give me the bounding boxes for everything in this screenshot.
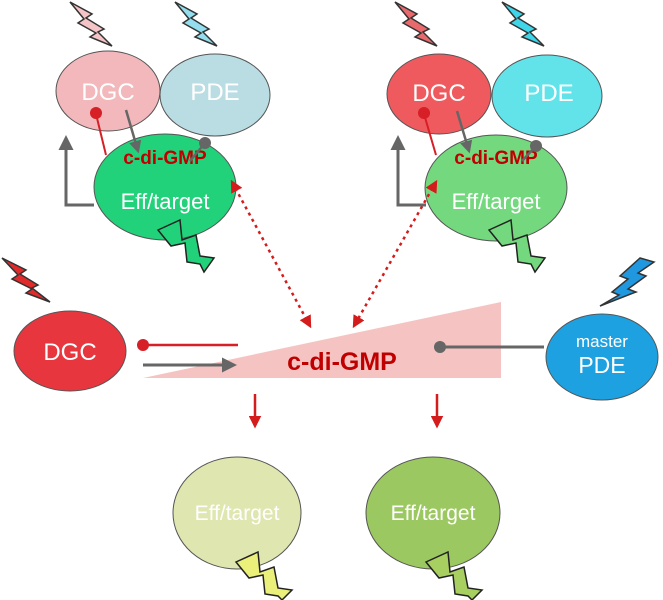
lightning-icon: [424, 550, 484, 600]
inhibition-dot: [90, 107, 102, 119]
lightning-icon: [394, 1, 438, 47]
eff-target-label: Eff/target: [391, 502, 476, 525]
pde-node: [159, 53, 271, 137]
cdigmp-label: c-di-GMP: [123, 148, 207, 169]
lightning-icon: [599, 257, 656, 307]
lightning-icon: [69, 1, 113, 47]
pde-dot: [530, 140, 542, 152]
effector-bottom-right: Eff/target: [365, 456, 501, 600]
dgc-inhibition-line: [95, 113, 107, 156]
module-top-left: DGC PDE c-di-GMP Eff/target: [55, 1, 271, 274]
lightning-icon: [156, 218, 216, 274]
pde-dot: [199, 137, 211, 149]
master-label: master: [576, 332, 628, 351]
feedback-arrow: [390, 135, 426, 207]
eff-target-label: Eff/target: [195, 502, 280, 525]
eff-target-label: Eff/target: [121, 189, 210, 214]
module-top-right: DGC PDE c-di-GMP Eff/target: [386, 1, 603, 274]
pde-node: [491, 54, 603, 138]
effector-bottom-left: Eff/target: [172, 456, 302, 600]
effector-node: [172, 456, 302, 570]
master-dgc: DGC: [1, 257, 238, 392]
feedback-arrow: [58, 135, 94, 207]
dgc-node: [13, 310, 127, 392]
dgc-label: DGC: [43, 339, 96, 366]
lightning-icon: [501, 1, 545, 47]
cdigmp-label: c-di-GMP: [454, 148, 538, 169]
inhibition-dot: [137, 339, 149, 351]
inhibition-dot: [418, 107, 430, 119]
pde-label: PDE: [524, 80, 573, 107]
eff-target-label: Eff/target: [452, 189, 541, 214]
dgc-label: DGC: [412, 80, 465, 107]
cdigmp-global-label: c-di-GMP: [287, 348, 397, 376]
dotted-link-left: [230, 179, 312, 329]
dgc-inhibition-line: [423, 113, 437, 156]
dgc-label: DGC: [81, 79, 134, 106]
pde-node: [545, 313, 659, 401]
lightning-icon: [487, 218, 547, 274]
dgc-synthesis-arrow: [124, 109, 142, 154]
pde-dot: [434, 341, 446, 353]
lightning-icon: [1, 257, 51, 303]
pde-label: PDE: [578, 352, 625, 378]
pde-label: PDE: [190, 79, 239, 106]
dgc-synthesis-arrow: [455, 110, 473, 154]
lightning-icon: [234, 550, 294, 600]
dgc-node: [386, 53, 492, 135]
lightning-icon: [174, 1, 218, 47]
master-pde: master PDE: [434, 257, 659, 401]
